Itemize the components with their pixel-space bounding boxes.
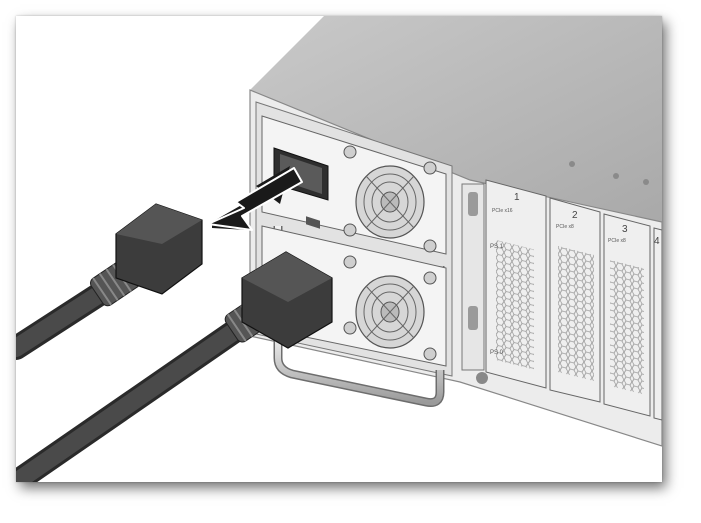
psu1-fan [343,145,437,253]
psu0-label: PS 0 [490,350,504,356]
removed-power-cable [16,203,203,360]
illustration-frame: 1 PCIe x16 2 PCIe x8 3 PCIe x8 4 PS 1 PS… [16,16,662,482]
pcie-slot-4-number: 4 [654,236,660,247]
pcie-slot-3-number: 3 [622,224,628,235]
psu0-fan [343,255,437,361]
pcie-slot-4: 4 [653,227,662,421]
pcie-slot-2: 2 PCIe x8 [549,197,601,403]
pcie-slot-2-label: PCIe x8 [556,224,574,230]
status-led-column [461,183,488,384]
pcie-slot-1-label: PCIe x16 [492,208,513,214]
pcie-slot-1-number: 1 [514,192,520,203]
psu1-label: PS 1 [490,244,504,250]
power-supply-1 [261,115,447,303]
psu-cable-removal-illustration: 1 PCIe x16 2 PCIe x8 3 PCIe x8 4 PS 1 PS… [16,16,662,482]
connected-power-cable [16,251,333,482]
pcie-slot-2-number: 2 [572,210,578,221]
chassis-top [250,16,662,222]
pcie-slot-3: 3 PCIe x8 [603,213,651,417]
pcie-slot-1: 1 PCIe x16 [485,179,547,389]
pcie-slot-3-label: PCIe x8 [608,238,626,244]
